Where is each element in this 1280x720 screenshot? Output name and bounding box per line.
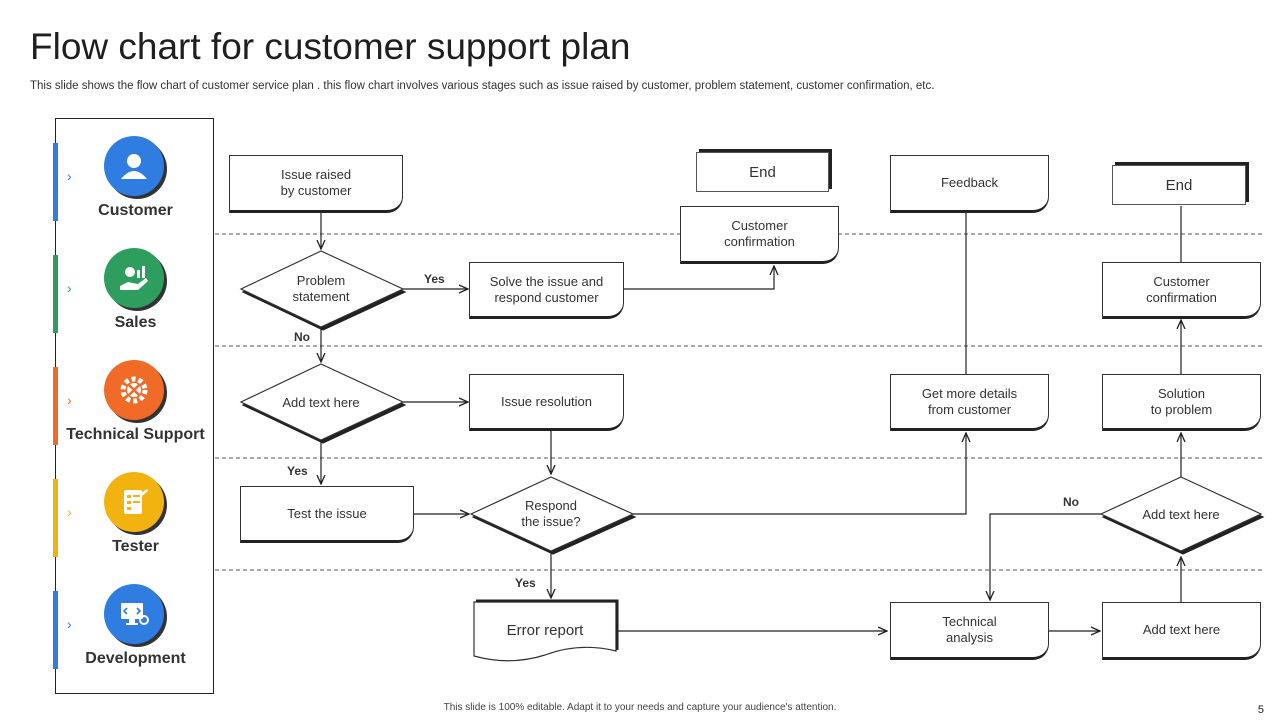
error-report-text: Error report [506,622,584,639]
add-text-box: Add text here [1102,602,1261,660]
lane-label: Customer [98,202,173,219]
yes-label: Yes [515,576,536,590]
lane-color-bar [53,479,58,557]
yes-label: Yes [287,464,308,478]
problem-statement-text: Problem statement [292,273,350,304]
get-details-box: Get more details from customer [890,374,1049,431]
chevron-right-icon: › [67,616,72,632]
end-box-2: End [1112,165,1246,205]
node-text: Add text here [1142,622,1221,637]
lane-sales: › Sales [53,231,215,343]
lane-tester: › Tester [53,455,215,567]
tools-gear-icon [104,360,164,420]
page-title: Flow chart for customer support plan [30,26,631,67]
issue-resolution-box: Issue resolution [469,374,624,431]
chevron-right-icon: › [67,504,72,520]
clipboard-check-icon [104,472,164,532]
user-icon [104,136,164,196]
lane-customer: › Customer [53,119,215,231]
node-text: Test the issue [287,505,367,521]
node-text: Get more details from customer [921,385,1018,417]
lane-technical-support: › Technical Support [53,343,215,455]
lane-label: Tester [112,538,159,555]
node-text: Solution to problem [1150,385,1213,417]
yes-label: Yes [424,272,445,286]
node-text: Feedback [940,175,999,190]
page-subtitle: This slide shows the flow chart of custo… [30,80,935,92]
node-text: Issue resolution [500,393,593,409]
no-label: No [1063,495,1079,509]
lane-label: Development [85,650,186,667]
feedback-box: Feedback [890,155,1049,213]
footer-note: This slide is 100% editable. Adapt it to… [443,702,837,713]
lane-label: Sales [114,314,157,331]
lane-color-bar [53,591,58,669]
node-text: Customer confirmation [724,218,795,249]
page-number: 5 [1257,704,1264,716]
lane-color-bar [53,367,58,445]
no-label: No [294,330,310,344]
error-report-shape [473,601,617,662]
node-text: End [749,163,776,181]
issue-raised-box: Issue raised by customer [229,155,403,213]
lane-color-bar [53,255,58,333]
node-text: Customer confirmation [1146,273,1217,305]
add-text-diamond-2-text: Add text here [1142,507,1220,522]
add-text-diamond-1-text: Add text here [282,395,360,410]
test-issue-box: Test the issue [240,486,414,543]
respond-issue-text: Respond the issue? [521,498,581,529]
solve-issue-box: Solve the issue and respond customer [469,262,624,319]
node-text: Technical analysis [942,614,997,645]
money-hand-icon [104,248,164,308]
node-text: Issue raised by customer [280,167,352,198]
customer-confirmation-box-2: Customer confirmation [1102,262,1261,319]
end-box-1: End [696,152,829,192]
node-text: Solve the issue and respond customer [489,273,604,305]
lane-development: › Development [53,567,215,679]
technical-analysis-box: Technical analysis [890,602,1049,660]
chevron-right-icon: › [67,280,72,296]
customer-confirmation-box-1: Customer confirmation [680,206,839,264]
node-text: End [1165,176,1193,194]
lane-label: Technical Support [66,426,205,443]
add-text-diamond-2 [1099,476,1263,552]
swimlane-panel: › Customer › Sales › Technical Support ›… [53,118,215,694]
code-screen-icon [104,584,164,644]
solution-box: Solution to problem [1102,374,1261,431]
chevron-right-icon: › [67,392,72,408]
chevron-right-icon: › [67,168,72,184]
lane-color-bar [53,143,58,221]
